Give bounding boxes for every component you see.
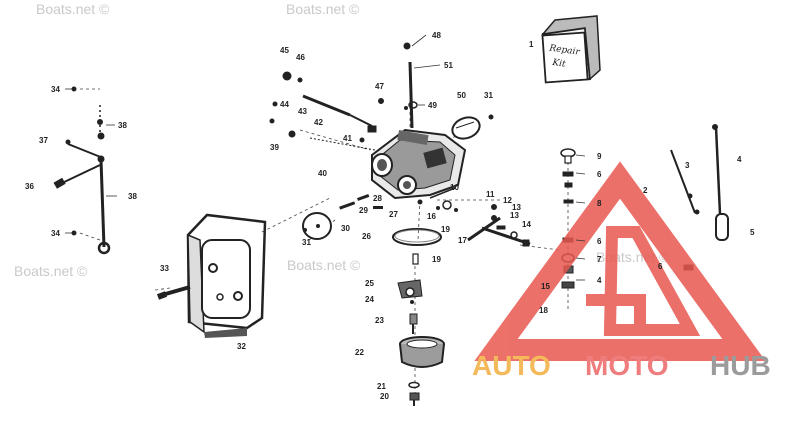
callout-label: 42	[314, 118, 323, 127]
callout-label: 19	[441, 225, 450, 234]
callout-label: 33	[160, 264, 169, 273]
callout-label: 40	[318, 169, 327, 178]
watermark-text: Boats.net ©	[287, 257, 361, 273]
callout-label: 29	[359, 206, 368, 215]
linkage-rod-assembly	[53, 86, 111, 255]
callout-label: 10	[450, 183, 459, 192]
callout-label: 44	[280, 100, 289, 109]
callout-label: 31	[302, 238, 311, 247]
callout-label: 13	[512, 203, 521, 212]
upper-linkage	[269, 42, 494, 151]
callout-label: 11	[486, 190, 495, 199]
callout-label: 48	[432, 31, 441, 40]
callout-label: 13	[510, 211, 519, 220]
callout-label: 31	[484, 91, 493, 100]
callout-labels: 1 2 3 4 5 6 7 8 9 6 10 11 12 13 13 14 15…	[25, 31, 755, 401]
callout-label: 34	[51, 85, 60, 94]
callout-label: 7	[597, 255, 602, 264]
callout-label: 16	[427, 212, 436, 221]
air-silencer-cover	[156, 213, 267, 338]
needle-valve-parts	[467, 204, 531, 247]
callout-label: 6	[658, 262, 663, 271]
callout-label: 45	[280, 46, 289, 55]
callout-label: 47	[375, 82, 384, 91]
callout-label: 4	[737, 155, 742, 164]
callout-label: 22	[355, 348, 364, 357]
callout-label: 12	[503, 196, 512, 205]
callout-label: 32	[237, 342, 246, 351]
watermark-text: Boats.net ©	[14, 263, 88, 279]
watermark-text: Boats.net ©	[36, 1, 110, 17]
callout-label: 26	[362, 232, 371, 241]
automotohub-logo	[474, 161, 766, 361]
callout-label: 46	[296, 53, 305, 62]
callout-label: 34	[51, 229, 60, 238]
callout-label: 51	[444, 61, 453, 70]
brand-word-moto: MOTO	[585, 350, 668, 381]
callout-label: 17	[458, 236, 467, 245]
callout-label: 6	[597, 237, 602, 246]
callout-label: 23	[375, 316, 384, 325]
callout-label: 21	[377, 382, 386, 391]
gasket-plate	[302, 194, 458, 240]
callout-label: 14	[522, 220, 531, 229]
callout-label: 18	[539, 306, 548, 315]
callout-label: 50	[457, 91, 466, 100]
callout-label: 39	[270, 143, 279, 152]
callout-label: 38	[118, 121, 127, 130]
carburetor-body	[371, 106, 467, 210]
callout-label: 5	[750, 228, 755, 237]
callout-label: 49	[428, 101, 437, 110]
callout-leaders	[65, 34, 586, 281]
callout-label: 9	[597, 152, 602, 161]
watermark-text: Boats.net ©	[286, 1, 360, 17]
float-bowl-assembly	[392, 228, 445, 406]
kit-label-line-1: Repair	[548, 43, 581, 57]
callout-label: 19	[432, 255, 441, 264]
brand-word-auto: AUTO	[472, 350, 551, 381]
callout-label: 30	[341, 224, 350, 233]
brand-word-hub: HUB	[710, 350, 771, 381]
callout-label: 36	[25, 182, 34, 191]
callout-label: 24	[365, 295, 374, 304]
callout-label: 41	[343, 134, 352, 143]
callout-label: 27	[389, 210, 398, 219]
callout-label: 4	[597, 276, 602, 285]
brand-wordmark: AUTO MOTO HUB	[472, 350, 771, 381]
callout-label: 20	[380, 392, 389, 401]
callout-label: 2	[643, 186, 648, 195]
cover-plate	[451, 116, 481, 140]
callout-label: 1	[529, 40, 534, 49]
callout-label: 28	[373, 194, 382, 203]
callout-label: 38	[128, 192, 137, 201]
callout-label: 3	[685, 161, 690, 170]
callout-label: 43	[298, 107, 307, 116]
float-rod-assembly	[670, 124, 729, 241]
callout-label: 37	[39, 136, 48, 145]
repair-kit-box: Repair Kit	[541, 15, 601, 84]
kit-label-line-2: Kit	[551, 58, 567, 70]
callout-label: 15	[541, 282, 550, 291]
callout-label: 25	[365, 279, 374, 288]
callout-label: 6	[597, 170, 602, 179]
callout-label: 8	[597, 199, 602, 208]
